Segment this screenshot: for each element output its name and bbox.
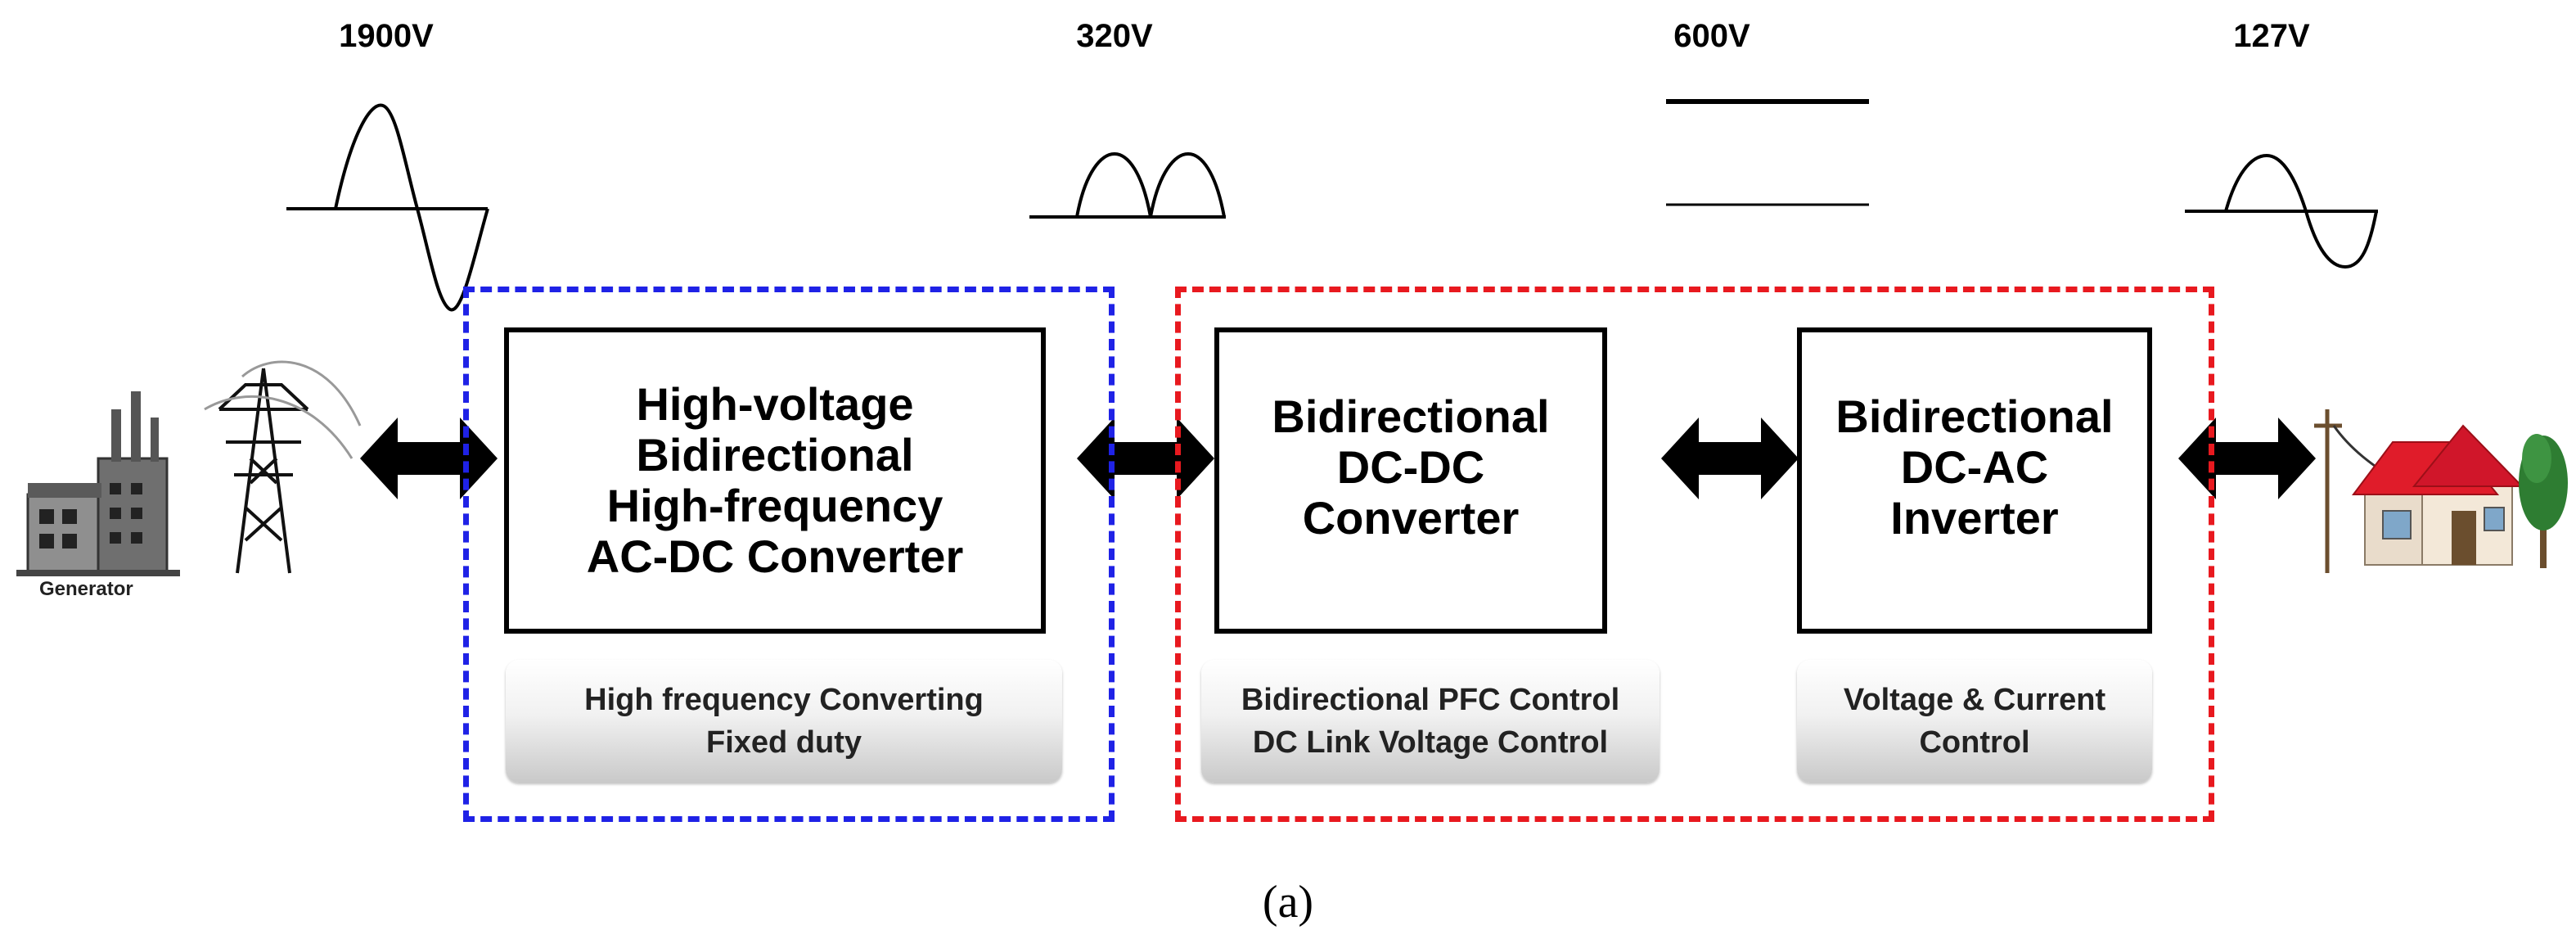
dc-waveform-600v	[1666, 99, 1869, 206]
voltage-label-320v: 320V	[1076, 18, 1153, 54]
ac-dc-converter-block: High-voltage Bidirectional High-frequenc…	[504, 327, 1046, 634]
ac-dc-line-2: Bidirectional	[636, 429, 914, 481]
ac-waveform-127v	[2185, 153, 2378, 269]
ac-dc-line-1: High-voltage	[636, 378, 914, 430]
voltage-label-1900v: 1900V	[339, 18, 434, 54]
dc-dc-control-line-2: DC Link Voltage Control	[1252, 725, 1609, 760]
dc-dc-line-2: DC-DC	[1336, 441, 1485, 493]
house-icon	[2352, 424, 2524, 566]
tree-icon	[2519, 434, 2568, 568]
ac-dc-control-label: High frequency Converting Fixed duty	[506, 660, 1062, 783]
dc-ac-line-1: Bidirectional	[1835, 390, 2114, 442]
ac-dc-line-4: AC-DC Converter	[586, 530, 964, 582]
dc-ac-control-line-2: Control	[1919, 725, 2030, 760]
voltage-label-600v: 600V	[1673, 18, 1750, 54]
figure-caption: (a)	[1262, 877, 1314, 928]
dc-ac-line-3: Inverter	[1890, 492, 2059, 544]
ac-dc-control-line-1: High frequency Converting	[584, 683, 984, 717]
ac-dc-control-line-2: Fixed duty	[705, 725, 862, 760]
dc-ac-control-line-1: Voltage & Current	[1843, 683, 2106, 717]
dc-dc-control-label: Bidirectional PFC Control DC Link Voltag…	[1201, 660, 1660, 783]
dc-dc-line-3: Converter	[1302, 492, 1520, 544]
generator-label: Generator	[39, 578, 133, 600]
transmission-tower-icon	[204, 360, 362, 574]
dc-stage-group	[1175, 287, 2214, 822]
rectified-waveform-320v	[1029, 151, 1226, 219]
generator-icon	[16, 391, 180, 576]
dc-dc-line-1: Bidirectional	[1272, 390, 1550, 442]
dc-ac-inverter-block: Bidirectional DC-AC Inverter	[1797, 327, 2152, 634]
ac-waveform-1900v	[286, 103, 489, 312]
ac-dc-line-3: High-frequency	[606, 480, 943, 531]
voltage-label-127v: 127V	[2233, 18, 2310, 54]
dc-ac-control-label: Voltage & Current Control	[1797, 660, 2152, 783]
ac-dc-stage-group	[463, 287, 1115, 822]
bidirectional-arrow-3	[1661, 418, 1799, 499]
dc-ac-line-2: DC-AC	[1900, 441, 2049, 493]
dc-dc-control-line-1: Bidirectional PFC Control	[1241, 683, 1620, 717]
dc-dc-converter-block: Bidirectional DC-DC Converter	[1214, 327, 1607, 634]
